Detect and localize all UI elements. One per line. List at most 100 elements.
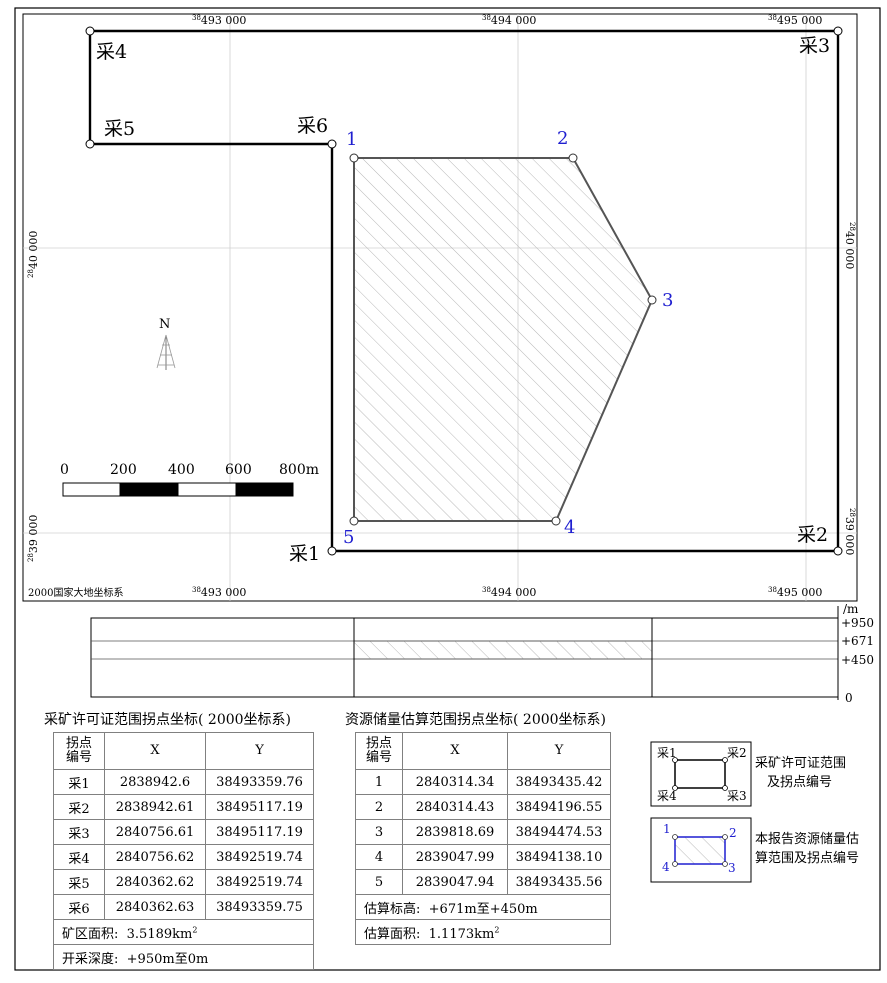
area-label: 矿区面积:: [62, 926, 119, 942]
depth-row: 开采深度: +950m至0m: [53, 944, 314, 970]
reserve-point-5: [349, 516, 359, 526]
cell-x: 2840362.62: [104, 869, 206, 895]
grid-label-right-1: 2840 000: [843, 222, 856, 269]
scale-label-600: 600: [225, 462, 252, 478]
reserve-label-1: 1: [346, 129, 357, 150]
reserve-points: [349, 153, 657, 526]
scale-label-200: 200: [110, 462, 137, 478]
cell-x: 2839818.69: [402, 819, 508, 845]
reserve-label-5: 5: [343, 527, 354, 548]
reserve-point-2: [568, 153, 578, 163]
scale-bar: 0 200 400 600 800m: [60, 462, 319, 497]
north-arrow-icon: [156, 334, 176, 370]
grid-label-left-2: 2839 000: [27, 515, 40, 562]
section-strip: /m +950 +671 +450 0: [90, 602, 874, 705]
section-reserve-band: [353, 640, 653, 660]
cell-y: 38495117.19: [205, 819, 314, 845]
license-labels: 采1 采2 采3 采4 采5 采6: [96, 35, 830, 565]
column-header-no: 拐点编号: [355, 732, 403, 770]
grid-label-right-2: 2839 000: [843, 508, 856, 555]
legend-reserve-text-line2: 算范围及拐点编号: [755, 851, 860, 866]
area-value: 3.5189km: [126, 926, 193, 942]
section-unit: /m: [843, 602, 859, 616]
reserve-boundary: [353, 157, 654, 522]
depth-cell: 开采深度: +950m至0m: [53, 944, 314, 970]
cell-x: 2838942.61: [104, 794, 206, 820]
license-table-title: 采矿许可证范围拐点坐标( 2000坐标系): [44, 712, 292, 728]
legend-reserve-box: [650, 817, 752, 883]
license-label-5: 采5: [104, 118, 135, 140]
table-header-row: 拐点编号 X Y: [355, 732, 611, 770]
table-header-row: 拐点编号 X Y: [53, 732, 314, 770]
area-unit-sup: 2: [192, 925, 198, 935]
legend-license-rect: [674, 759, 726, 789]
column-header-x: X: [104, 732, 206, 770]
legend-license-label-1: 采1: [657, 746, 677, 760]
coord-system-label: 2000国家大地坐标系: [28, 586, 123, 599]
cell-no: 3: [355, 819, 403, 845]
scale-label-0: 0: [60, 462, 69, 478]
area-cell: 估算面积: 1.1173km2: [355, 919, 611, 945]
grid-label-left-1: 2840 000: [27, 231, 40, 278]
reserve-point-4: [551, 516, 561, 526]
cell-no: 采3: [53, 819, 105, 845]
legend-license-text-line1: 采矿许可证范围: [755, 756, 847, 771]
reserve-label-2: 2: [557, 128, 568, 149]
cell-no: 1: [355, 769, 403, 795]
license-point-4: [85, 26, 95, 36]
license-point-1: [327, 546, 337, 556]
cell-y: 38495117.19: [205, 794, 314, 820]
reserve-table-title: 资源储量估算范围拐点坐标( 2000坐标系): [345, 712, 607, 728]
legend-reserve-text-line1: 本报告资源储量估: [755, 832, 860, 847]
depth-value: +950m至0m: [126, 951, 209, 967]
reserve-label-4: 4: [564, 517, 575, 538]
cell-x: 2839047.94: [402, 869, 508, 895]
cell-x: 2840756.62: [104, 844, 206, 870]
area-cell: 矿区面积: 3.5189km2: [53, 919, 314, 945]
north-arrow: N: [156, 317, 176, 370]
reserve-point-3: [647, 295, 657, 305]
depth-label: 开采深度:: [62, 951, 119, 967]
legend-license-label-2: 采2: [727, 746, 747, 760]
cell-y: 38492519.74: [205, 869, 314, 895]
column-header-y: Y: [507, 732, 611, 770]
column-header-no: 拐点编号: [53, 732, 105, 770]
legend: 采1 采2 采4 采3 1 2 4 3: [650, 741, 752, 883]
reserve-labels: 1 2 3 4 5: [343, 128, 673, 548]
license-label-6: 采6: [297, 115, 328, 137]
cell-no: 采1: [53, 769, 105, 795]
legend-reserve-label-3: 3: [728, 861, 736, 875]
license-label-3: 采3: [799, 35, 830, 57]
column-header-x: X: [402, 732, 508, 770]
cell-no: 4: [355, 844, 403, 870]
cell-no: 5: [355, 869, 403, 895]
cell-y: 38493359.76: [205, 769, 314, 795]
elevation-label: 估算标高:: [364, 901, 421, 917]
cell-y: 38494138.10: [507, 844, 611, 870]
legend-license-box: [650, 741, 752, 807]
legend-reserve-label-1: 1: [663, 822, 671, 836]
license-points: [85, 26, 843, 556]
license-label-4: 采4: [96, 41, 127, 63]
legend-reserve-text: 本报告资源储量估 算范围及拐点编号: [755, 830, 859, 868]
license-point-6: [327, 139, 337, 149]
area-row: 矿区面积: 3.5189km2: [53, 919, 314, 945]
elevation-cell: 估算标高: +671m至+450m: [355, 894, 611, 920]
cell-y: 38493359.75: [205, 894, 314, 920]
cell-x: 2839047.99: [402, 844, 508, 870]
cell-y: 38493435.56: [507, 869, 611, 895]
legend-reserve-rect: [674, 836, 726, 865]
reserve-label-3: 3: [662, 290, 673, 311]
legend-reserve-label-2: 2: [729, 826, 737, 840]
area-value: 1.1173km: [428, 926, 495, 942]
legend-license-label-4: 采4: [657, 789, 677, 803]
